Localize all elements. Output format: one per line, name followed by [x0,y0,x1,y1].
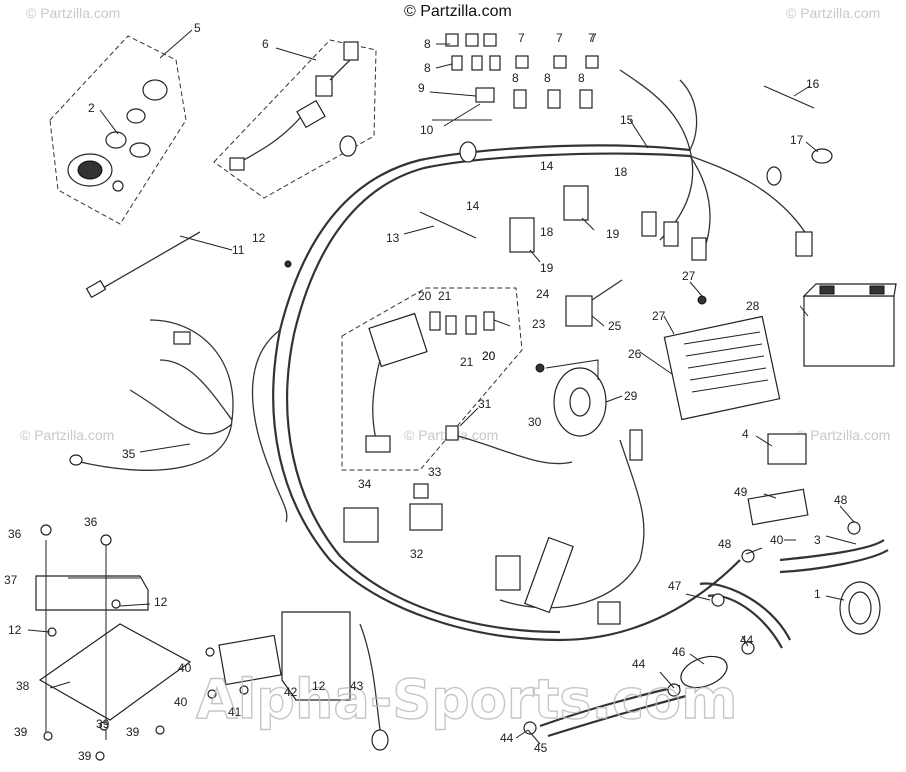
callout-c1: 1 [814,587,821,601]
callout-c18a: 18 [614,165,628,179]
callout-c8d: 8 [544,71,551,85]
callout-c39d: 39 [78,749,92,763]
callout-c24: 24 [536,287,550,301]
callout-c48a: 48 [834,493,848,507]
main-wiring-harness [251,69,813,642]
callout-c39c: 39 [126,725,140,739]
callout-c44c: 44 [500,731,514,745]
callout-c8a: 8 [424,37,431,51]
callout-c39a: 39 [14,725,28,739]
callout-c34: 34 [358,477,372,491]
callout-c27a: 27 [682,269,696,283]
regulator-battery [565,279,897,421]
horn [535,359,607,437]
callout-c47: 47 [668,579,682,593]
callout-c6: 6 [262,37,269,51]
callout-c5: 5 [194,21,201,35]
callout-c48b: 48 [718,537,732,551]
fuse-relays-top [432,33,599,121]
callout-c8b: 8 [424,61,431,75]
watermark-mid-left: © Partzilla.com [20,427,114,443]
callout-c45: 45 [534,741,548,755]
copyright-label: © Partzilla.com [404,3,512,20]
callout-c44b: 44 [632,657,646,671]
callout-c23: 23 [532,317,546,331]
callout-c13: 13 [386,231,400,245]
callout-c44a: 44 [740,633,754,647]
callout-c37: 37 [4,573,18,587]
callout-c7c: 7 [588,31,595,45]
callout-c14b: 14 [466,199,480,213]
ground-cables [69,319,573,471]
callout-c32: 32 [410,547,424,561]
watermark-footer: Alpha-Sports.com [196,668,737,731]
callout-c26: 26 [628,347,642,361]
callout-c9: 9 [418,81,425,95]
watermark-mid-right: © Partzilla.com [796,427,890,443]
callout-c39b: 39 [96,717,110,731]
battery-tray [35,524,192,761]
callout-c19a: 19 [606,227,620,241]
callout-c7d: 7 [590,31,597,45]
callout-c38: 38 [16,679,30,693]
fuse-box-group [341,287,523,471]
callout-c4: 4 [742,427,749,441]
callout-c8e: 8 [578,71,585,85]
callout-c29: 29 [624,389,638,403]
relays-lower [343,483,443,543]
callout-c12c: 12 [8,623,22,637]
callout-c21a: 21 [438,289,452,303]
callout-c41: 41 [228,705,242,719]
callout-c12a: 12 [252,231,266,245]
callout-c27b: 27 [652,309,666,323]
callout-c49: 49 [734,485,748,499]
leader-lines [27,29,857,745]
callout-c18b: 18 [540,225,554,239]
callout-c3: 3 [814,533,821,547]
callout-c7a: 7 [518,31,525,45]
callout-c10: 10 [420,123,434,137]
callout-c15: 15 [620,113,634,127]
watermark-top-left: © Partzilla.com [26,5,120,21]
callout-c40c: 40 [174,695,188,709]
callout-c19b: 19 [540,261,554,275]
callout-c42: 42 [284,685,298,699]
callout-c40b: 40 [178,661,192,675]
callout-c12d: 12 [312,679,326,693]
callout-c11: 11 [232,243,245,257]
relays-center [509,185,589,253]
ignition-switch-group [49,35,187,225]
callout-c36a: 36 [8,527,22,541]
callout-c33: 33 [428,465,442,479]
sensor-group [213,39,377,199]
callout-c40a: 40 [770,533,784,547]
callout-c14a: 14 [540,159,554,173]
breather-tubes [523,433,889,738]
callout-c16: 16 [806,77,820,91]
callout-c7b: 7 [556,31,563,45]
callout-c28: 28 [746,299,760,313]
callout-c20a: 20 [418,289,432,303]
callout-c12b: 12 [154,595,168,609]
misc-cables [85,85,833,299]
callout-c46: 46 [672,645,686,659]
callout-c43: 43 [350,679,364,693]
callout-c20b: 20 [482,349,496,363]
callout-c2: 2 [88,101,95,115]
callout-c17: 17 [790,133,804,147]
control-module [205,611,389,751]
callout-c8c: 8 [512,71,519,85]
callout-c25: 25 [608,319,622,333]
callout-c35: 35 [122,447,136,461]
watermark-top-right: © Partzilla.com [786,5,880,21]
callout-c20c: 20 [482,349,496,363]
callout-c21b: 21 [460,355,474,369]
callout-c36b: 36 [84,515,98,529]
callout-c31: 31 [478,397,492,411]
callout-c30: 30 [528,415,542,429]
